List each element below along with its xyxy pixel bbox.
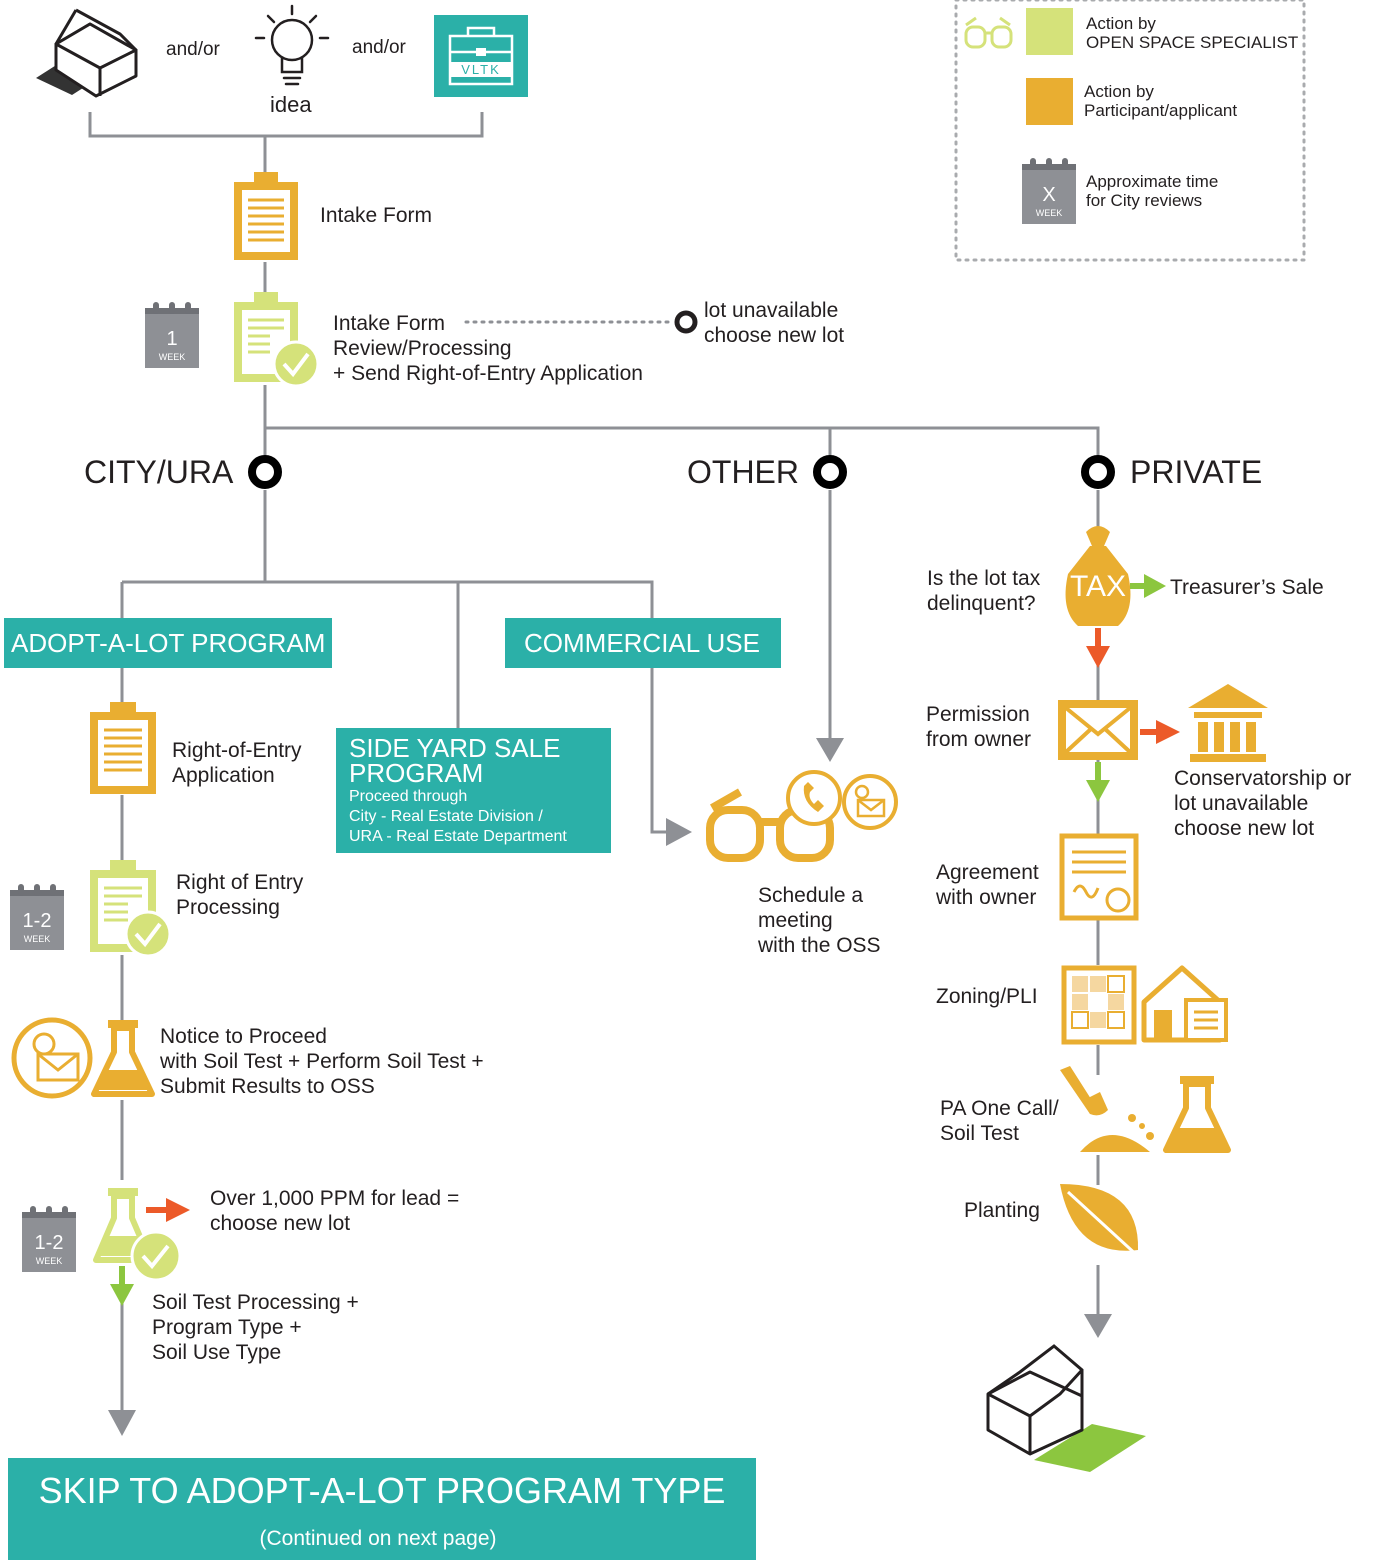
legend-calendar-icon: X WEEK	[1022, 158, 1076, 224]
agreement-label: Agreement with owner	[936, 861, 1039, 909]
soil-test-notice-label: Notice to Proceed with Soil Test + Perfo…	[160, 1025, 484, 1098]
side-yard-sale-text: Proceed through City - Real Estate Divis…	[349, 788, 567, 845]
arrow-to-meeting-side	[666, 818, 692, 846]
skip-to-program-type-banner[interactable]: SKIP TO ADOPT-A-LOT PROGRAM TYPE (Contin…	[8, 1458, 756, 1560]
red-arrow-permission	[1086, 628, 1110, 668]
green-arrow-agreement	[1086, 762, 1110, 802]
permission-label: Permission from owner	[926, 703, 1032, 751]
permission-envelope-icon	[1058, 700, 1138, 760]
tax-icon-label: TAX	[1069, 570, 1127, 603]
soil-processing-time: 1-2	[34, 1232, 64, 1254]
lot-unavailable-node	[674, 310, 698, 334]
lead-threshold-label: Over 1,000 PPM for lead = choose new lot	[210, 1187, 460, 1235]
soil-test-flask-icon	[91, 1020, 155, 1097]
roe-calendar-unit: WEEK	[23, 934, 51, 944]
shovel-dirt-icon	[1060, 1066, 1154, 1152]
soil-processing-label: Soil Test Processing + Program Type + So…	[152, 1291, 359, 1364]
planting-label: Planting	[964, 1199, 1040, 1222]
phone-bubble-icon	[786, 770, 842, 826]
conservatorship-label: Conservatorship or lot unavailable choos…	[1174, 767, 1352, 840]
pli-house-document-icon	[1141, 965, 1228, 1043]
side-yard-sale-box: SIDE YARD SALE PROGRAM Proceed through C…	[336, 728, 611, 853]
email-notice-icon	[11, 1017, 93, 1099]
intake-form-clipboard-icon	[234, 172, 298, 260]
glasses-icon	[964, 16, 1013, 49]
roe-processing-clipboard-icon	[90, 860, 172, 958]
other-branch-node	[813, 455, 847, 489]
city-branch-node	[248, 455, 282, 489]
connector-lines	[88, 112, 1100, 1412]
skip-banner-title: SKIP TO ADOPT-A-LOT PROGRAM TYPE	[38, 1470, 726, 1511]
soil-processing-flask-icon	[93, 1188, 182, 1282]
legend-time-label: Approximate time for City reviews	[1086, 172, 1219, 210]
private-branch-node	[1081, 455, 1115, 489]
legend-participant-label: Action by Participant/applicant	[1084, 82, 1238, 120]
zoning-map-icon	[1061, 965, 1137, 1045]
arrow-to-meeting	[816, 738, 844, 762]
red-arrow-lead	[146, 1198, 190, 1222]
oss-swatch	[1026, 8, 1073, 55]
andor-label-2: and/or	[352, 37, 406, 58]
intake-review-clipboard-icon	[234, 292, 320, 388]
email-bubble-icon	[842, 774, 898, 830]
commercial-use-title: COMMERCIAL USE	[524, 628, 760, 658]
roe-processing-time: 1-2	[22, 910, 52, 932]
other-branch-label: OTHER	[687, 454, 799, 490]
side-yard-sale-title: SIDE YARD SALE PROGRAM	[349, 733, 561, 788]
intake-review-label: Intake Form Review/Processing + Send Rig…	[333, 312, 643, 385]
legend-oss-label: Action by OPEN SPACE SPECIALIST	[1086, 14, 1299, 52]
planting-leaf-icon	[1060, 1184, 1142, 1260]
courthouse-icon	[1188, 684, 1268, 762]
adopt-a-lot-program-box: ADOPT-A-LOT PROGRAM	[4, 618, 332, 668]
red-arrow-conservatorship	[1140, 720, 1180, 744]
pa-one-call-label: PA One Call/ Soil Test	[940, 1097, 1059, 1145]
participant-swatch	[1026, 78, 1073, 125]
private-branch-label: PRIVATE	[1130, 454, 1263, 490]
private-soil-flask-icon	[1163, 1076, 1231, 1153]
skip-banner-subtitle: (Continued on next page)	[259, 1527, 497, 1550]
intake-calendar-unit: WEEK	[158, 352, 186, 362]
completed-lot-house-icon	[986, 1344, 1146, 1472]
commercial-use-box: COMMERCIAL USE	[505, 618, 781, 668]
toolbox-icon	[434, 15, 528, 97]
legend-calendar-unit: WEEK	[1035, 208, 1063, 218]
tax-money-bag-icon	[1065, 526, 1131, 626]
arrow-to-house	[1084, 1314, 1112, 1338]
zoning-label: Zoning/PLI	[936, 985, 1038, 1008]
roe-application-label: Right-of-Entry Application	[172, 739, 302, 787]
arrow-to-footer	[108, 1410, 136, 1436]
lightbulb-icon	[254, 4, 330, 86]
soil-calendar-icon: 1-2 WEEK	[22, 1206, 76, 1272]
green-arrow-treasurer	[1130, 574, 1166, 598]
green-arrow-soil	[110, 1266, 134, 1306]
intake-form-label: Intake Form	[320, 204, 433, 227]
treasurer-sale-label: Treasurer’s Sale	[1170, 576, 1324, 599]
city-branch-label: CITY/URA	[84, 454, 234, 490]
soil-calendar-unit: WEEK	[35, 1256, 63, 1266]
lot-unavailable-label: lot unavailable choose new lot	[704, 299, 845, 347]
meeting-label: Schedule a meeting with the OSS	[758, 884, 881, 957]
andor-label-1: and/or	[166, 39, 220, 60]
tax-question-label: Is the lot tax delinquent?	[927, 567, 1041, 615]
vacant-lot-house-icon	[36, 8, 138, 98]
intake-calendar-icon: 1 WEEK	[145, 302, 199, 368]
agreement-certificate-icon	[1059, 833, 1139, 921]
roe-processing-label: Right of Entry Processing	[176, 871, 304, 919]
intake-review-time: 1	[166, 328, 178, 350]
roe-application-clipboard-icon	[90, 702, 156, 794]
roe-calendar-icon: 1-2 WEEK	[10, 884, 64, 950]
toolbox-label: VLTK	[450, 62, 512, 77]
adopt-a-lot-program-title: ADOPT-A-LOT PROGRAM	[11, 628, 326, 658]
idea-label: idea	[270, 92, 312, 117]
legend-calendar-value: X	[1042, 184, 1056, 206]
